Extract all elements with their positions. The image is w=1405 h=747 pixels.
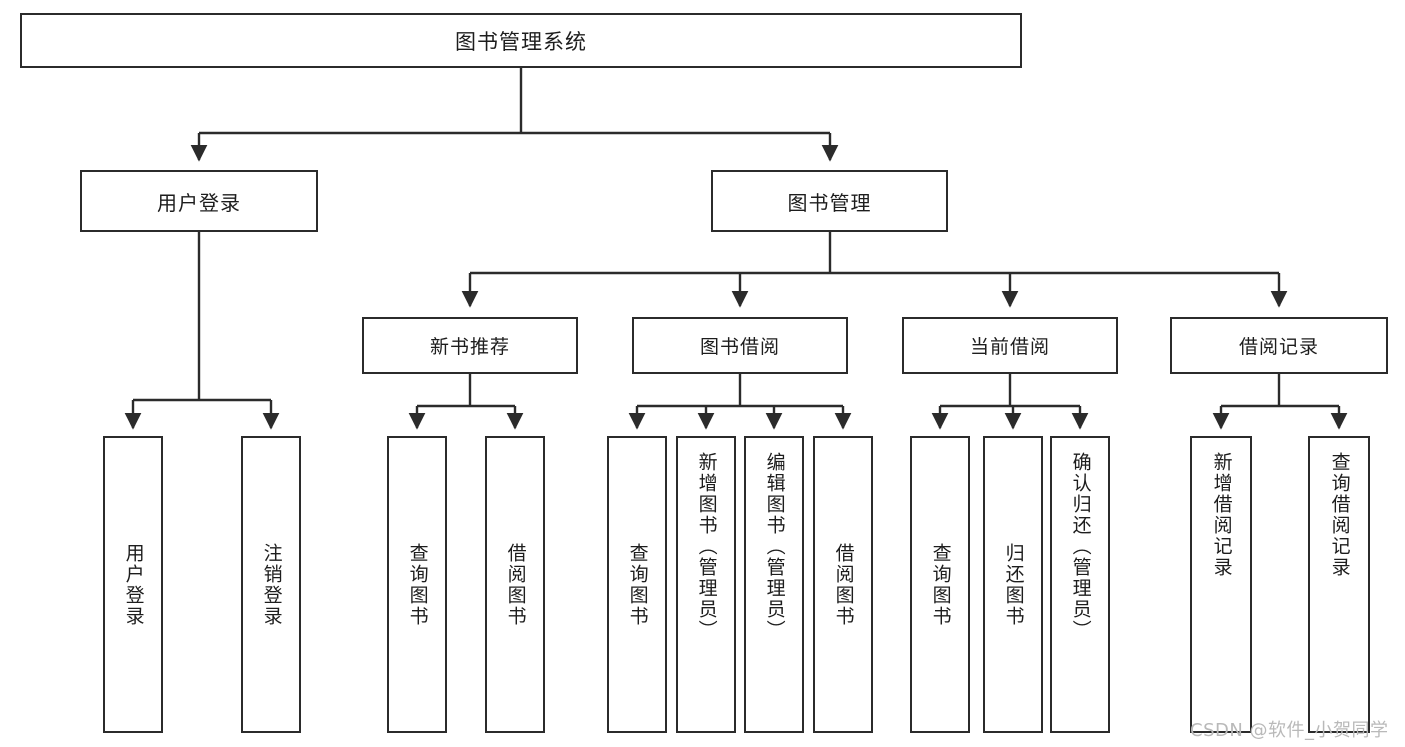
node-leaf-4[interactable]: 查询图书 [607, 436, 667, 733]
node-leaf-11[interactable]: 新增借阅记录 [1190, 436, 1252, 733]
node-leaf-label: 查询图书 [626, 542, 649, 627]
node-leaf-label: 查询借阅记录 [1328, 452, 1351, 578]
node-level2-label: 图书管理 [787, 190, 872, 215]
node-level3-2[interactable]: 当前借阅 [902, 317, 1118, 374]
node-leaf-label: 新增图书（管理员） [695, 452, 718, 641]
node-leaf-label: 归还图书 [1002, 542, 1025, 627]
node-level3-label: 图书借阅 [699, 336, 780, 358]
node-leaf-label: 查询图书 [929, 542, 952, 627]
node-leaf-3[interactable]: 借阅图书 [485, 436, 545, 733]
watermark: CSDN @软件_小贺同学 [1190, 720, 1389, 741]
node-leaf-label: 借阅图书 [832, 542, 855, 627]
node-leaf-label: 用户登录 [122, 542, 145, 627]
node-leaf-7[interactable]: 借阅图书 [813, 436, 873, 733]
node-leaf-label: 借阅图书 [504, 542, 527, 627]
node-leaf-12[interactable]: 查询借阅记录 [1308, 436, 1370, 733]
node-leaf-9[interactable]: 归还图书 [983, 436, 1043, 733]
node-level3-3[interactable]: 借阅记录 [1170, 317, 1388, 374]
node-root-system[interactable]: 图书管理系统 [20, 13, 1022, 68]
node-level3-label: 当前借阅 [969, 336, 1050, 358]
node-leaf-8[interactable]: 查询图书 [910, 436, 970, 733]
node-leaf-10[interactable]: 确认归还（管理员） [1050, 436, 1110, 733]
node-level3-label: 借阅记录 [1238, 336, 1319, 358]
node-level3-label: 新书推荐 [429, 336, 510, 358]
node-leaf-1[interactable]: 注销登录 [241, 436, 301, 733]
node-level3-0[interactable]: 新书推荐 [362, 317, 578, 374]
node-root-label: 图书管理系统 [455, 29, 587, 54]
node-level3-1[interactable]: 图书借阅 [632, 317, 848, 374]
node-leaf-label: 查询图书 [406, 542, 429, 627]
node-leaf-2[interactable]: 查询图书 [387, 436, 447, 733]
node-leaf-label: 确认归还（管理员） [1069, 452, 1092, 641]
node-leaf-label: 新增借阅记录 [1210, 452, 1233, 578]
node-leaf-label: 注销登录 [260, 542, 283, 627]
node-level2-0[interactable]: 用户登录 [80, 170, 318, 232]
node-leaf-label: 编辑图书（管理员） [763, 452, 786, 641]
node-leaf-0[interactable]: 用户登录 [103, 436, 163, 733]
node-leaf-6[interactable]: 编辑图书（管理员） [744, 436, 804, 733]
node-level2-label: 用户登录 [157, 190, 241, 215]
node-leaf-5[interactable]: 新增图书（管理员） [676, 436, 736, 733]
node-level2-1[interactable]: 图书管理 [711, 170, 948, 232]
